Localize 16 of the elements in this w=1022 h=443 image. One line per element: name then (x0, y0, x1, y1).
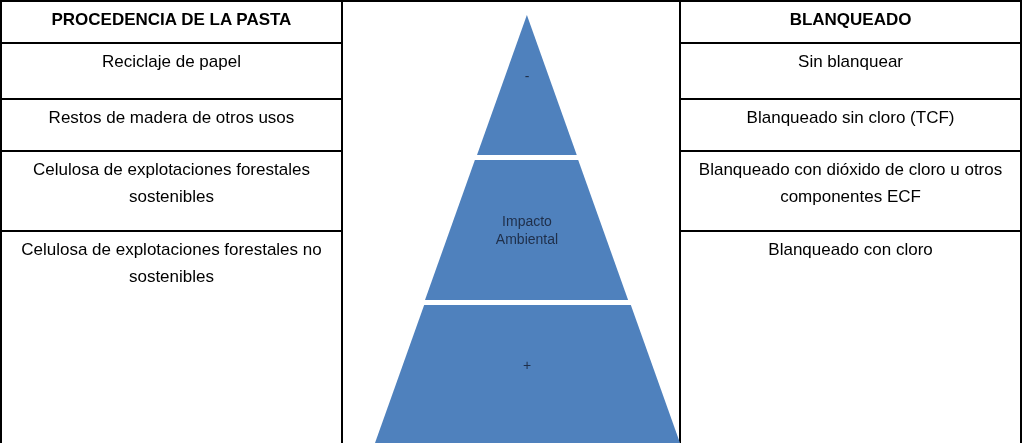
band-label: Impacto Ambiental (494, 212, 560, 248)
column-header: BLANQUEADO (788, 9, 913, 31)
table-cell-text: Blanqueado con dióxido de cloro u otros componentes ECF (697, 159, 1004, 208)
band-label: + (522, 356, 532, 374)
table-cell-text: Blanqueado sin cloro (TCF) (745, 107, 956, 129)
column-header: PROCEDENCIA DE LA PASTA (50, 9, 293, 31)
pyramid-band (477, 15, 577, 155)
table-cell-text: Blanqueado con cloro (767, 239, 934, 261)
pyramid-band (374, 305, 680, 443)
table-cell-text: Reciclaje de papel (101, 51, 242, 73)
band-label: - (524, 67, 530, 85)
table-cell-text: Restos de madera de otros usos (47, 107, 296, 129)
pyramid-band (425, 160, 629, 300)
table-cell-text: Celulosa de explotaciones forestales sostenibles (32, 159, 311, 208)
table-cell-text: Celulosa de explotaciones forestales no sostenibles (20, 239, 323, 288)
table-cell-text: Sin blanquear (797, 51, 904, 73)
